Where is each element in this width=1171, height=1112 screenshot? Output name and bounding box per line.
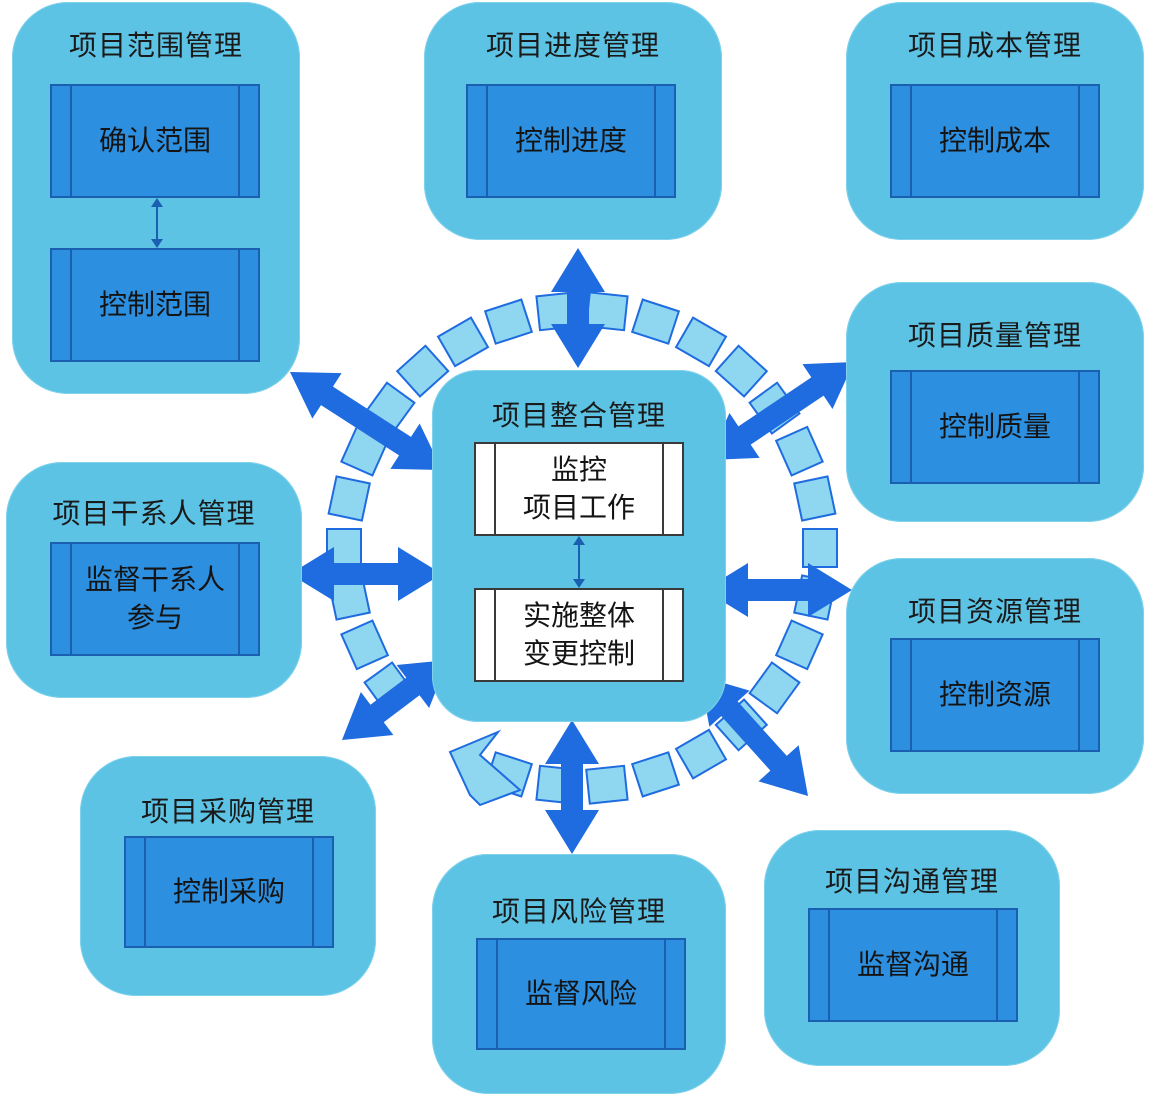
resource-management-area: 项目资源管理 控制资源 [846, 558, 1144, 794]
schedule-management-title: 项目进度管理 [485, 29, 660, 62]
control-costs-label: 控制成本 [938, 124, 1051, 157]
control-resources-label: 控制资源 [938, 678, 1051, 711]
cycle-tile [802, 528, 838, 568]
communication-management-title: 项目沟通管理 [824, 865, 999, 898]
cycle-tile [585, 764, 629, 805]
scope-management-area: 项目范围管理 确认范围 控制范围 [12, 2, 300, 394]
monitor-control-work-line2: 项目工作 [522, 491, 635, 524]
monitor-stakeholder-engagement-process[interactable]: 监督干系人 参与 [50, 542, 260, 656]
control-procurements-process[interactable]: 控制采购 [124, 836, 334, 948]
monitor-communications-process[interactable]: 监督沟通 [808, 908, 1018, 1022]
cycle-tile [774, 619, 824, 671]
control-schedule-label: 控制进度 [514, 124, 627, 157]
integrated-change-control-process[interactable]: 实施整体 变更控制 [474, 588, 684, 682]
arrow-quality [707, 362, 854, 460]
monitor-risks-label: 监督风险 [524, 977, 637, 1010]
stakeholder-management-title: 项目干系人管理 [52, 497, 256, 530]
stakeholder-management-area: 项目干系人管理 监督干系人 参与 [6, 462, 302, 698]
procurement-management-title: 项目采购管理 [140, 795, 315, 828]
cycle-tile [327, 475, 371, 522]
arrow-communication [700, 676, 809, 796]
procurement-management-area: 项目采购管理 控制采购 [80, 756, 376, 996]
control-procurements-label: 控制采购 [172, 875, 285, 908]
control-quality-label: 控制质量 [938, 410, 1051, 443]
cycle-tile [793, 475, 837, 522]
quality-management-area: 项目质量管理 控制质量 [846, 282, 1144, 522]
cycle-tile [436, 316, 490, 368]
control-scope-label: 控制范围 [98, 288, 211, 321]
integrated-change-control-line2: 变更控制 [522, 637, 635, 670]
cycle-tile [774, 425, 824, 477]
integration-management-area: 项目整合管理 监控 项目工作 实施整体 变更控制 [432, 370, 726, 722]
arrow-schedule [551, 248, 605, 368]
arrow-layer [290, 248, 854, 854]
resource-management-title: 项目资源管理 [907, 595, 1082, 628]
monitor-control-work-process[interactable]: 监控 项目工作 [474, 442, 684, 536]
arrow-procurement [342, 660, 449, 740]
cycle-tile [630, 751, 681, 798]
cycle-tile [748, 661, 801, 715]
integration-management-title: 项目整合管理 [491, 399, 666, 432]
integrated-change-control-line1: 实施整体 [522, 599, 635, 632]
control-quality-process[interactable]: 控制质量 [890, 370, 1100, 484]
cycle-tile [714, 344, 769, 398]
validate-scope-label: 确认范围 [98, 124, 211, 157]
communication-management-area: 项目沟通管理 监督沟通 [764, 830, 1060, 1066]
monitor-risks-process[interactable]: 监督风险 [476, 938, 686, 1050]
cycle-tile [483, 298, 534, 345]
risk-management-title: 项目风险管理 [491, 895, 666, 928]
control-resources-process[interactable]: 控制资源 [890, 638, 1100, 752]
control-scope-process[interactable]: 控制范围 [50, 248, 260, 362]
cycle-tile [630, 298, 681, 345]
arrow-stakeholder [290, 547, 442, 601]
cycle-tile [340, 619, 390, 671]
validate-scope-process[interactable]: 确认范围 [50, 84, 260, 198]
arrow-scope [290, 372, 443, 470]
cycle-tile [674, 728, 728, 780]
scope-management-title: 项目范围管理 [68, 29, 243, 62]
arrow-risk [545, 720, 599, 854]
cost-management-title: 项目成本管理 [907, 29, 1082, 62]
monitor-communications-label: 监督沟通 [856, 948, 969, 981]
integration-internal-arrow [573, 536, 585, 588]
monitor-control-work-line1: 监控 [550, 453, 607, 486]
cost-management-area: 项目成本管理 控制成本 [846, 2, 1144, 240]
control-schedule-process[interactable]: 控制进度 [466, 84, 676, 198]
monitor-stakeholder-label-line2: 参与 [126, 601, 183, 634]
arrow-resource [704, 563, 852, 617]
scope-internal-arrow [151, 198, 163, 248]
risk-management-area: 项目风险管理 监督风险 [432, 854, 726, 1094]
schedule-management-area: 项目进度管理 控制进度 [424, 2, 722, 240]
cycle-tile [674, 316, 728, 368]
control-costs-process[interactable]: 控制成本 [890, 84, 1100, 198]
cycle-arrowhead [448, 729, 522, 807]
monitor-stakeholder-label-line1: 监督干系人 [84, 563, 225, 596]
quality-management-title: 项目质量管理 [907, 319, 1082, 352]
cycle-tile [395, 344, 450, 398]
